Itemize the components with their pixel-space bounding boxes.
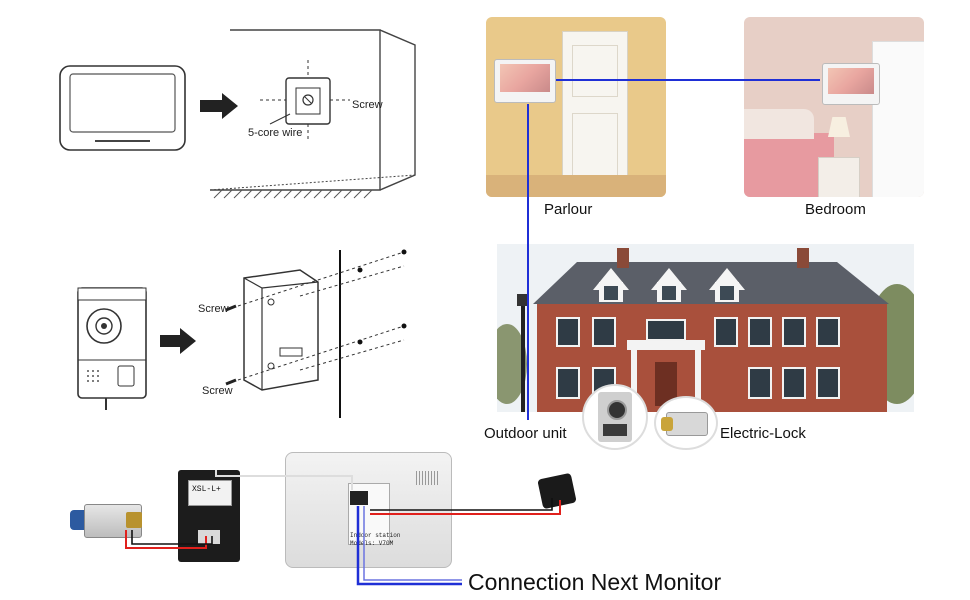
outdoor-mount-drawing [77, 249, 407, 418]
house-drawing [497, 244, 914, 412]
electric-lock-device [70, 500, 146, 540]
electric-lock-body [661, 412, 708, 436]
electric-lock-thumbnail [654, 396, 718, 450]
bedroom-headboard [744, 109, 814, 139]
monitor-back-speaker-grille [416, 471, 438, 485]
doorbell-panel-back: XSL-L+ [178, 470, 240, 562]
bedroom-label: Bedroom [805, 201, 866, 218]
monitor-mount-drawing [59, 29, 416, 199]
outdoor-unit-camera [607, 400, 627, 420]
outdoor-unit-thumbnail [582, 384, 648, 450]
outdoor-unit-body [598, 392, 632, 442]
electric-lock-cylinder [661, 417, 673, 431]
parlour-monitor-screen [500, 64, 550, 92]
electric-lock-cylinder-large [70, 510, 88, 530]
monitor-mount-diagram: Screw 5-core wire [0, 0, 460, 210]
connection-next-monitor-label: Connection Next Monitor [468, 569, 722, 595]
parlour-door-panel-bottom [572, 113, 618, 181]
bedroom-photo [744, 17, 924, 197]
screw-label-top: Screw [352, 99, 383, 111]
parlour-floor [486, 175, 666, 197]
outdoor-unit-speaker [603, 424, 627, 436]
monitor-back-text-line1: Indoor station [350, 532, 401, 539]
bedroom-nightstand [818, 157, 860, 197]
house-photo [497, 244, 914, 412]
parlour-photo [486, 17, 666, 197]
bedroom-monitor-screen [828, 68, 874, 94]
screw-label-mid-bottom: Screw [202, 385, 233, 397]
monitor-back-terminal [350, 491, 368, 505]
five-core-wire-label: 5-core wire [248, 127, 303, 139]
doorbell-panel-terminal [198, 530, 220, 544]
bedroom-monitor [822, 63, 880, 105]
power-adapter [537, 472, 577, 510]
doorbell-panel-text: XSL-L+ [192, 485, 221, 494]
parlour-monitor [494, 59, 556, 103]
screw-label-mid-top: Screw [198, 303, 229, 315]
outdoor-unit-mount-diagram: Screw Screw [0, 230, 460, 430]
electric-lock-latch [126, 512, 142, 528]
electric-lock-label: Electric-Lock [720, 425, 806, 442]
parlour-door-panel-top [572, 45, 618, 97]
monitor-back-text-line2: Models: V70M [350, 540, 394, 547]
bedroom-lamp-shade [828, 117, 850, 137]
outdoor-unit-label: Outdoor unit [484, 425, 567, 442]
bedroom-door [872, 41, 924, 197]
parlour-label: Parlour [544, 201, 593, 218]
monitor-back: Indoor station Models: V70M [285, 452, 452, 568]
